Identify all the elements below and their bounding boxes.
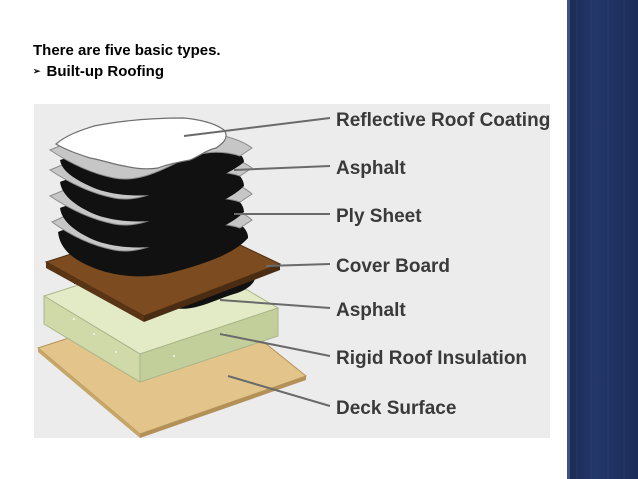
leader-line-coating [183, 117, 331, 137]
label-deck-surface: Deck Surface [336, 398, 456, 419]
slide-heading: There are five basic types. [33, 42, 221, 59]
label-asphalt-bottom: Asphalt [336, 300, 406, 321]
sidebar-texture [576, 0, 625, 479]
label-rigid-roof-insulation: Rigid Roof Insulation [336, 348, 527, 369]
ply-sheet-stack [48, 128, 253, 277]
label-cover-board: Cover Board [336, 256, 450, 277]
leader-line-insulation [219, 333, 331, 357]
diagram-labels: Reflective Roof Coating Asphalt Ply Shee… [336, 110, 550, 419]
roofing-layers-illustration: Reflective Roof Coating Asphalt Ply Shee… [36, 110, 550, 438]
label-reflective-roof-coating: Reflective Roof Coating [336, 110, 550, 131]
bullet-item: ➢ Built-up Roofing [33, 63, 164, 80]
arrow-bullet-icon: ➢ [33, 66, 41, 76]
leader-line-cover-board [265, 263, 331, 267]
roofing-layers-diagram: Reflective Roof Coating Asphalt Ply Shee… [34, 104, 550, 438]
bullet-text: Built-up Roofing [46, 63, 165, 80]
leader-line-asphalt-bottom [219, 299, 331, 309]
leader-lines [183, 117, 331, 407]
leader-line-asphalt-top [233, 165, 331, 171]
decorative-sidebar [567, 0, 638, 479]
leader-line-deck [227, 375, 331, 407]
reflective-coating-layer [54, 117, 227, 170]
label-asphalt-top: Asphalt [336, 158, 406, 179]
sidebar-stripe [567, 0, 570, 479]
label-ply-sheet: Ply Sheet [336, 206, 422, 227]
